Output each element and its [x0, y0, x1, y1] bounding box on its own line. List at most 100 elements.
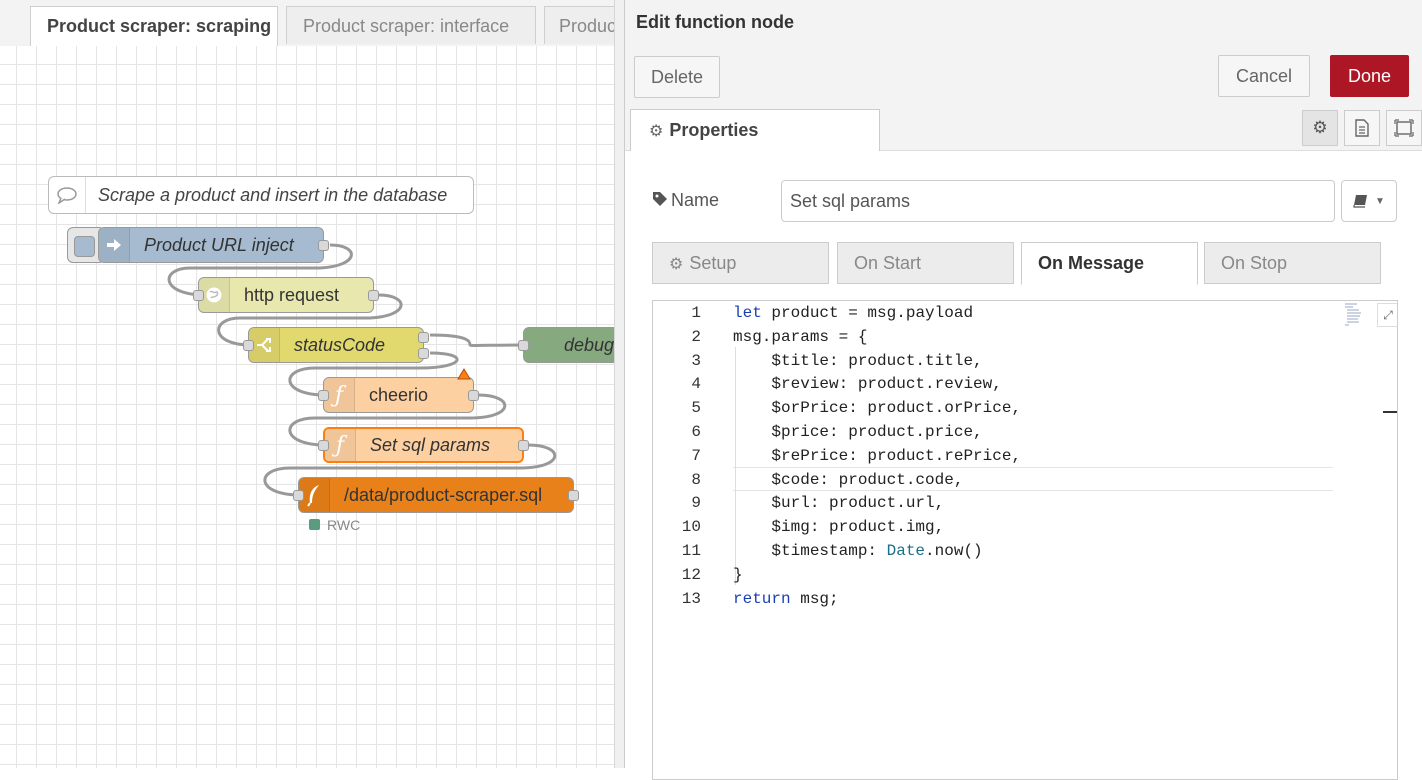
output-port[interactable] [568, 490, 579, 501]
gear-icon: ⚙ [649, 123, 664, 140]
input-port[interactable] [518, 340, 529, 351]
expand-editor-icon[interactable]: ⤢ [1377, 303, 1397, 327]
node-status-text: RWC [327, 517, 361, 533]
caret-down-icon: ▼ [1375, 195, 1385, 207]
line-number: 10 [681, 518, 701, 537]
node-sqlite[interactable]: /data/product-scraper.sql [293, 477, 579, 513]
node-http-request[interactable]: http request [193, 277, 379, 313]
function-icon: ƒ [324, 378, 355, 412]
tab-label: Product scraper: interface [303, 16, 510, 36]
panel-splitter[interactable] [614, 0, 624, 768]
node-debug[interactable]: debug [518, 327, 622, 363]
line-number: 3 [691, 351, 701, 370]
output-port-1[interactable] [418, 332, 429, 343]
warning-icon [457, 368, 471, 380]
input-port[interactable] [193, 290, 204, 301]
comment-node[interactable]: Scrape a product and insert in the datab… [48, 176, 474, 214]
line-number: 12 [681, 565, 701, 584]
tab-label: On Start [854, 253, 922, 273]
node-cheerio[interactable]: ƒ cheerio [318, 368, 479, 413]
output-port[interactable] [468, 390, 479, 401]
input-port[interactable] [293, 490, 304, 501]
comment-text: Scrape a product and insert in the datab… [98, 184, 448, 205]
line-number: 1 [691, 304, 701, 322]
code-line: } [733, 565, 743, 584]
document-icon [1355, 119, 1369, 137]
code-line: $rePrice: product.rePrice, [733, 446, 1022, 465]
tab-label: Product scraper: scraping [47, 16, 272, 36]
tag-icon [653, 192, 667, 206]
code-line: $price: product.price, [733, 423, 983, 441]
line-number: 8 [691, 470, 701, 489]
input-port[interactable] [318, 390, 329, 401]
done-button[interactable]: Done [1330, 55, 1409, 97]
node-description-button[interactable] [1344, 110, 1380, 146]
tab-setup[interactable]: ⚙Setup [652, 242, 829, 284]
tray-header: Edit function node [625, 0, 1422, 46]
tab-interface[interactable]: Product scraper: interface [286, 6, 536, 44]
switch-icon [249, 328, 280, 362]
tab-third[interactable]: Product scraper [544, 6, 622, 44]
code-line: $code: product.code, [733, 470, 964, 489]
flow-canvas[interactable]: Scrape a product and insert in the datab… [0, 46, 622, 768]
node-appearance-button[interactable] [1386, 110, 1422, 146]
code-line: $title: product.title, [733, 351, 983, 370]
line-number: 11 [681, 542, 701, 560]
comment-icon [49, 177, 86, 213]
minimap[interactable] [1343, 301, 1371, 329]
active-line-highlight [733, 467, 1333, 491]
tab-properties[interactable]: ⚙Properties [630, 109, 880, 151]
tab-label: On Message [1038, 253, 1145, 273]
function-icon: ƒ [325, 429, 356, 461]
code-line: $orPrice: product.orPrice, [733, 399, 1022, 418]
code-line: $img: product.img, [733, 518, 945, 537]
node-label: /data/product-scraper.sql [344, 484, 543, 505]
tab-label: On Stop [1221, 253, 1288, 273]
node-settings-button[interactable]: ⚙ [1302, 110, 1338, 146]
node-icon-select-button[interactable]: ▼ [1341, 180, 1397, 222]
output-port-2[interactable] [418, 348, 429, 359]
input-port[interactable] [318, 440, 329, 451]
line-number: 4 [691, 375, 701, 394]
tab-on-message[interactable]: On Message [1021, 242, 1198, 285]
node-set-sql-params[interactable]: ƒ Set sql params [318, 427, 529, 463]
book-icon [1353, 195, 1368, 208]
wire [167, 243, 353, 297]
code-line: let product = msg.payload [733, 304, 974, 322]
name-label: Name [671, 190, 720, 210]
output-port[interactable] [368, 290, 379, 301]
node-label: Set sql params [370, 434, 491, 455]
done-label: Done [1347, 66, 1392, 86]
flow-tab-bar: Product scraper: scraping Product scrape… [0, 0, 622, 47]
delete-button[interactable]: Delete [634, 56, 720, 98]
cancel-button[interactable]: Cancel [1218, 55, 1310, 97]
tab-on-start[interactable]: On Start [837, 242, 1014, 284]
properties-tab-bar: ⚙Properties ⚙ [625, 104, 1422, 151]
tab-on-stop[interactable]: On Stop [1204, 242, 1381, 284]
indent-guide [735, 347, 736, 585]
code-line: return msg; [733, 589, 839, 608]
code-line: msg.params = { [733, 327, 868, 346]
line-number: 13 [681, 589, 701, 608]
arrow-in-icon [99, 228, 130, 262]
wire [288, 351, 459, 397]
output-port[interactable] [518, 440, 529, 451]
node-label: debug [564, 334, 615, 355]
globe-icon [199, 278, 230, 312]
edit-tray: Edit function node Delete Cancel Done ⚙P… [624, 0, 1422, 780]
code-line: $url: product.url, [733, 494, 945, 513]
feather-icon [299, 478, 330, 512]
tab-scraping[interactable]: Product scraper: scraping [30, 6, 278, 47]
gear-icon: ⚙ [1312, 118, 1328, 137]
output-port[interactable] [318, 240, 329, 251]
tray-toolbar: Delete Cancel Done [625, 46, 1422, 105]
node-status-code-switch[interactable]: statusCode [243, 327, 429, 363]
input-port[interactable] [243, 340, 254, 351]
name-input[interactable] [781, 180, 1335, 222]
tab-label: Setup [689, 253, 737, 273]
node-label: http request [244, 284, 340, 305]
node-product-url-inject[interactable]: Product URL inject [98, 227, 329, 263]
delete-label: Delete [650, 67, 704, 87]
line-number: 9 [691, 494, 701, 513]
